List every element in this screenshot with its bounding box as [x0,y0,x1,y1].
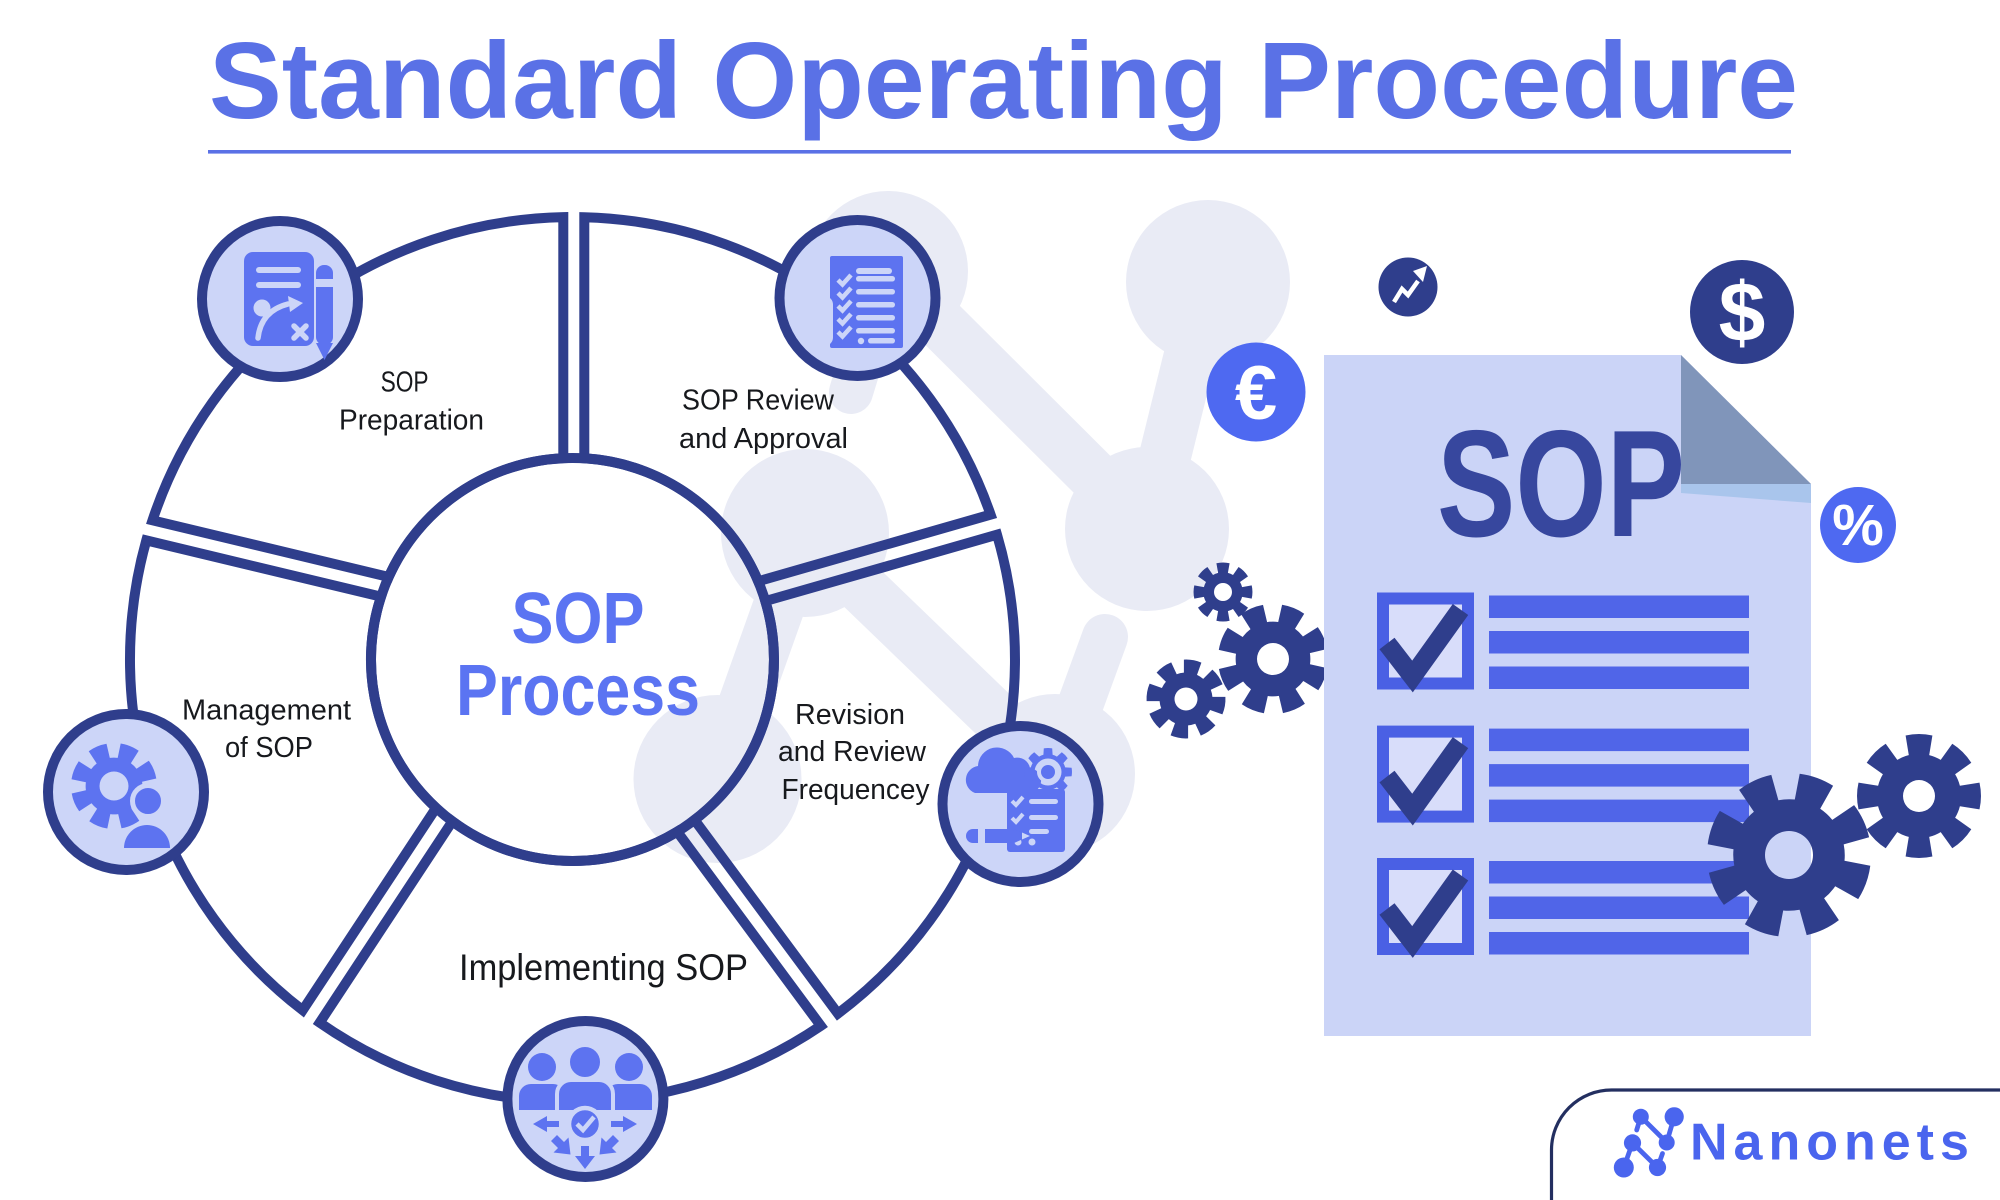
svg-text:SOP: SOP [381,367,429,399]
svg-text:Preparation: Preparation [339,405,484,437]
svg-text:€: € [1235,351,1277,436]
svg-text:and Review: and Review [778,736,927,768]
svg-text:Revision: Revision [795,699,905,731]
svg-text:%: % [1832,493,1884,558]
svg-text:SOP: SOP [1437,399,1685,569]
svg-text:of SOP: of SOP [225,732,313,764]
svg-text:and Approval: and Approval [679,423,848,455]
svg-text:SOP: SOP [512,579,645,659]
svg-text:Implementing SOP: Implementing SOP [459,947,748,988]
svg-text:SOP Review: SOP Review [682,385,835,417]
svg-text:Nanonets: Nanonets [1690,1114,1975,1172]
svg-text:Management: Management [182,695,351,727]
svg-text:Process: Process [456,651,700,731]
svg-text:Frequencey: Frequencey [782,774,930,806]
svg-text:Standard Operating Procedure: Standard Operating Procedure [209,20,1798,142]
svg-text:$: $ [1719,265,1766,359]
